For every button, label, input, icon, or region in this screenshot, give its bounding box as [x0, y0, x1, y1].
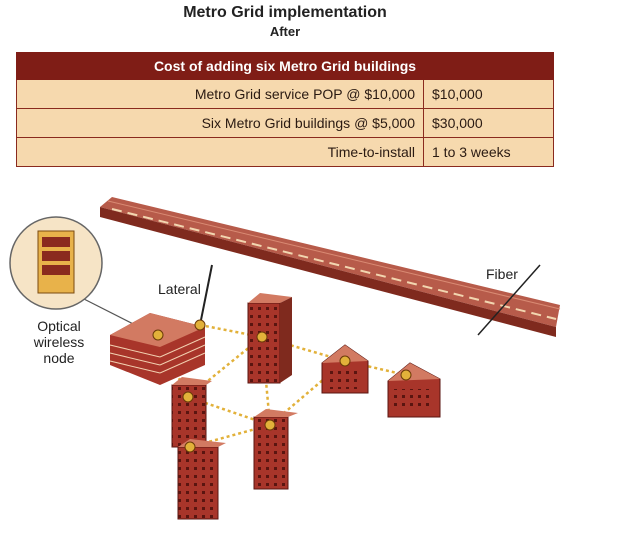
- node-label-line: node: [43, 350, 75, 366]
- building: [247, 293, 292, 384]
- row-value: $10,000: [423, 79, 554, 109]
- fiber-pointer: [477, 264, 541, 336]
- cost-table: Cost of adding six Metro Grid buildings …: [16, 52, 554, 167]
- building: [177, 439, 226, 520]
- network-diagram: [9, 197, 561, 520]
- building: [253, 409, 298, 490]
- table-row: Six Metro Grid buildings @ $5,000 $30,00…: [16, 108, 554, 138]
- node-label-line: Optical: [37, 318, 81, 334]
- row-value: $30,000: [423, 108, 554, 138]
- row-label: Metro Grid service POP @ $10,000: [16, 79, 424, 109]
- fiber-label: Fiber: [486, 266, 518, 282]
- row-value: 1 to 3 weeks: [423, 137, 554, 167]
- optical-wireless-node-label: Optical wireless node: [22, 318, 96, 366]
- cost-table-header: Cost of adding six Metro Grid buildings: [16, 52, 554, 80]
- table-row: Metro Grid service POP @ $10,000 $10,000: [16, 79, 554, 109]
- building: [387, 362, 441, 418]
- diagram-title: Metro Grid implementation: [183, 4, 387, 21]
- row-label: Six Metro Grid buildings @ $5,000: [16, 108, 424, 138]
- lateral-label: Lateral: [158, 281, 201, 297]
- fiber-road: [100, 197, 561, 337]
- cost-table-header-row: Cost of adding six Metro Grid buildings: [16, 52, 554, 80]
- row-label: Time-to-install: [16, 137, 424, 167]
- table-row: Time-to-install 1 to 3 weeks: [16, 137, 554, 167]
- node-magnifier: [9, 216, 156, 336]
- node-label-line: wireless: [33, 334, 85, 350]
- building: [321, 344, 369, 394]
- diagram-subtitle: After: [269, 24, 301, 39]
- service-pop-building: [109, 313, 206, 385]
- building: [171, 377, 212, 448]
